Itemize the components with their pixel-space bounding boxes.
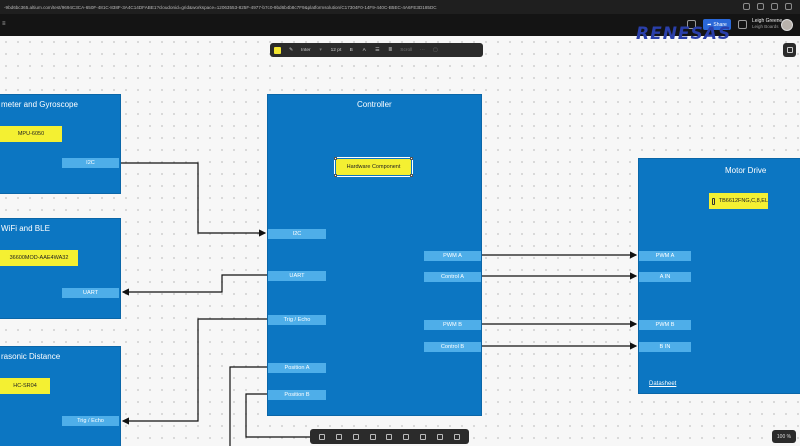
pin-trig-echo[interactable]: Trig / Echo (62, 416, 119, 426)
more-icon[interactable]: ⋯ (419, 47, 425, 53)
sticky-note-icon[interactable] (419, 433, 426, 440)
url-text[interactable]: -9bd6bc365.altium.com/test/9694C3CA-650F… (4, 4, 437, 10)
comments-icon[interactable] (687, 20, 696, 29)
bold-button[interactable]: B (349, 47, 353, 53)
block-motor-drive[interactable]: Motor Drive TB6612FNG,C,8,EL PWM A A IN … (638, 158, 800, 394)
component-chip[interactable]: 36600MOD-AAE4WA32 (0, 250, 78, 266)
frame-tool-icon[interactable] (403, 433, 410, 440)
pin-pwm-b[interactable]: PWM B (424, 320, 481, 330)
component-chip[interactable]: MPU-6050 (0, 126, 62, 142)
scroll-toggle[interactable]: Scroll (400, 47, 413, 53)
extension-icon[interactable] (771, 3, 778, 10)
text-tool-icon[interactable] (369, 433, 376, 440)
font-size-select[interactable]: 12 pt (330, 47, 342, 53)
pin-position-a[interactable]: Position A (268, 363, 326, 373)
browser-address-bar[interactable]: -9bd6bc365.altium.com/test/9694C3CA-650F… (0, 0, 800, 14)
list-icon[interactable]: ≣ (388, 47, 393, 53)
zoom-level[interactable]: 100 % (772, 430, 796, 443)
avatar[interactable] (781, 19, 793, 31)
apps-icon[interactable] (738, 20, 747, 29)
fill-color-swatch[interactable] (274, 46, 281, 54)
connector-tool-icon[interactable] (352, 433, 359, 440)
properties-panel-button[interactable] (783, 43, 796, 57)
pin-control-a[interactable]: Control A (424, 272, 481, 282)
extension-icon[interactable] (743, 3, 750, 10)
align-icon[interactable]: ☰ (375, 47, 380, 53)
pin-a-in[interactable]: A IN (639, 272, 691, 282)
block-ultrasonic-distance[interactable]: rasonic Distance HC-SR04 Trig / Echo (0, 346, 121, 446)
resize-handle[interactable] (334, 157, 337, 160)
renesas-logo: RENESAS (636, 24, 732, 44)
pin-b-in[interactable]: B IN (639, 342, 691, 352)
wire-i2c (121, 162, 267, 237)
select-tool-icon[interactable] (319, 433, 326, 440)
datasheet-link[interactable]: Datasheet (649, 381, 677, 387)
component-chip-selected[interactable]: Hardware Component (334, 157, 413, 177)
block-controller[interactable]: Controller Hardware Component I2C UART T… (267, 94, 482, 416)
text-format-toolbar: ✎ Inter ▾ 12 pt B A ☰ ≣ Scroll ⋯ ▢ (270, 43, 483, 57)
share-icon: ➦ (707, 21, 712, 28)
font-family-select[interactable]: Inter (301, 47, 311, 53)
block-wifi-ble[interactable]: WiFi and BLE 36600MOD-AAE4WA32 UART (0, 218, 121, 319)
more-tools-icon[interactable] (453, 433, 460, 440)
drawing-toolbar (310, 429, 469, 444)
pin-control-b[interactable]: Control B (424, 342, 481, 352)
resize-handle[interactable] (410, 157, 413, 160)
component-chip[interactable]: HC-SR04 (0, 378, 50, 394)
block-title: WiFi and BLE (1, 224, 50, 233)
component-tool-icon[interactable] (436, 433, 443, 440)
image-tool-icon[interactable] (386, 433, 393, 440)
chevron-down-icon[interactable]: ▾ (319, 47, 322, 53)
component-chip[interactable]: TB6612FNG,C,8,EL (709, 193, 768, 209)
panel-icon (786, 47, 793, 53)
pin-pwm-a[interactable]: PWM A (639, 251, 691, 261)
text-color-button[interactable]: A (362, 47, 366, 53)
pin-i2c[interactable]: I2C (268, 229, 326, 239)
pin-position-b[interactable]: Position B (268, 390, 326, 400)
block-accelerometer-gyroscope[interactable]: meter and Gyroscope MPU-6050 I2C (0, 94, 121, 194)
pin-pwm-a[interactable]: PWM A (424, 251, 481, 261)
pin-trig-echo[interactable]: Trig / Echo (268, 315, 326, 325)
wire-trig-echo (121, 318, 267, 425)
pin-i2c[interactable]: I2C (62, 158, 119, 168)
chip-icon (712, 197, 715, 205)
wire-position-a (229, 366, 267, 446)
user-info[interactable]: Leigh Greene Leigh Boards (752, 18, 783, 29)
resize-handle[interactable] (334, 174, 337, 177)
share-button[interactable]: ➦ Share (703, 19, 731, 30)
block-title: Controller (357, 100, 392, 109)
resize-handle[interactable] (410, 174, 413, 177)
pin-pwm-b[interactable]: PWM B (639, 320, 691, 330)
extension-icon[interactable] (757, 3, 764, 10)
browser-extension-icons (743, 3, 792, 10)
block-title: meter and Gyroscope (1, 100, 78, 109)
lock-icon[interactable]: ▢ (433, 47, 438, 53)
pin-uart[interactable]: UART (268, 271, 326, 281)
menu-icon[interactable] (785, 3, 792, 10)
rectangle-tool-icon[interactable] (336, 433, 343, 440)
app-header: ≡ ➦ Share Leigh Greene Leigh Boards (0, 14, 800, 36)
pin-uart[interactable]: UART (62, 288, 119, 298)
block-title: rasonic Distance (1, 352, 61, 361)
block-title: Motor Drive (725, 166, 767, 175)
pen-icon[interactable]: ✎ (288, 47, 294, 53)
wire-uart (121, 274, 267, 296)
menu-icon[interactable]: ≡ (2, 21, 6, 27)
